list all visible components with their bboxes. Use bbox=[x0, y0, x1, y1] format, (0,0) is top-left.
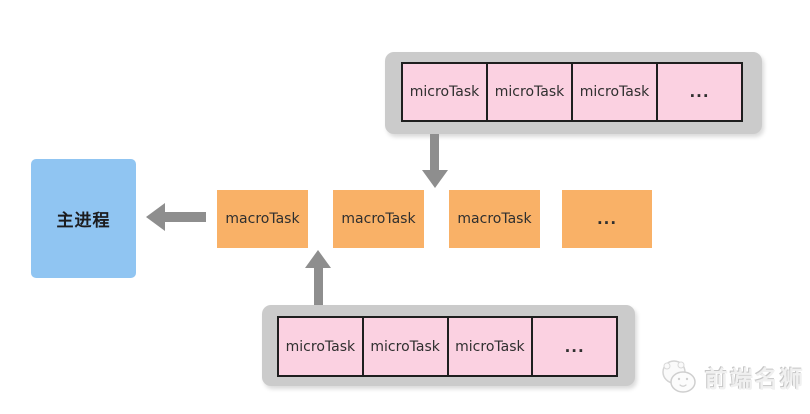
lion-icon bbox=[658, 356, 700, 398]
arrow-left-icon bbox=[146, 203, 165, 231]
watermark: 前端名狮 bbox=[658, 356, 805, 398]
macrotask-ellipsis-box: ... bbox=[562, 190, 652, 248]
microtask-cell: microTask bbox=[486, 62, 573, 122]
arrow-macro-to-main-shaft bbox=[163, 212, 206, 222]
macrotask-box: macroTask bbox=[333, 190, 424, 248]
watermark-label: 前端名狮 bbox=[705, 367, 805, 393]
microtask-cell: microTask bbox=[277, 316, 364, 377]
arrow-bottom-queue-to-macro-shaft bbox=[314, 266, 323, 306]
microtask-cell: microTask bbox=[361, 316, 449, 377]
main-process-box: 主进程 bbox=[31, 159, 136, 278]
arrow-top-queue-to-macro-shaft bbox=[430, 134, 439, 172]
arrow-up-icon bbox=[305, 250, 331, 268]
microtask-cell: microTask bbox=[571, 62, 658, 122]
top-microtask-queue: microTask microTask microTask ... bbox=[385, 52, 762, 134]
top-microtask-strip: microTask microTask microTask ... bbox=[401, 62, 743, 122]
microtask-ellipsis-cell: ... bbox=[656, 62, 743, 122]
bottom-microtask-strip: microTask microTask microTask ... bbox=[277, 316, 618, 377]
arrow-down-icon bbox=[422, 170, 448, 188]
macrotask-box: macroTask bbox=[217, 190, 308, 248]
microtask-ellipsis-cell: ... bbox=[531, 316, 618, 377]
macrotask-box: macroTask bbox=[449, 190, 540, 248]
microtask-cell: microTask bbox=[401, 62, 488, 122]
microtask-cell: microTask bbox=[446, 316, 534, 377]
bottom-microtask-queue: microTask microTask microTask ... bbox=[262, 305, 635, 386]
